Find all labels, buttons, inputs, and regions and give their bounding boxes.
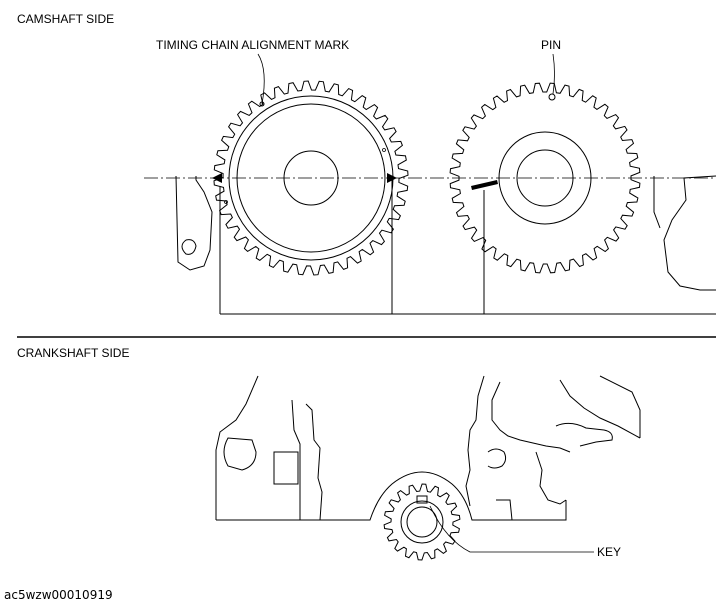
crank-sprocket-teeth xyxy=(383,483,461,561)
camshaft-side-label: CAMSHAFT SIDE xyxy=(17,12,114,26)
alignment-mark-leader-line xyxy=(257,53,265,105)
crankshaft-key xyxy=(416,495,428,504)
left-arrow-mark xyxy=(212,173,222,183)
right-sprocket-center-boss xyxy=(516,149,574,207)
crank-sprocket-bore xyxy=(406,506,438,538)
key-label: KEY xyxy=(597,545,621,559)
cylinder-head-right xyxy=(653,175,717,291)
left-sprocket-dot xyxy=(382,148,386,152)
key-leader-line xyxy=(429,505,594,553)
pin-label: PIN xyxy=(541,38,561,52)
right-sprocket-hub-ring xyxy=(498,131,592,225)
right-camshaft-sprocket xyxy=(449,82,641,274)
pin-mark xyxy=(548,93,556,101)
left-sprocket-hub-ring xyxy=(236,103,386,253)
cam-reference-bar xyxy=(471,180,498,190)
engine-block-outline xyxy=(215,375,641,521)
crankshaft-sprocket xyxy=(383,483,461,561)
left-camshaft-sprocket xyxy=(212,80,409,276)
right-sprocket-teeth xyxy=(449,82,641,274)
crank-sprocket-hub xyxy=(400,500,444,544)
timing-chain-alignment-mark-label: TIMING CHAIN ALIGNMENT MARK xyxy=(156,38,349,52)
timing-chain-alignment-mark xyxy=(259,101,265,107)
left-sprocket-center-boss xyxy=(283,150,339,206)
figure-code: ac5wzw00010919 xyxy=(4,588,113,602)
pin-leader-line xyxy=(552,53,555,95)
right-arrow-mark xyxy=(387,173,397,183)
crankshaft-side-label: CRANKSHAFT SIDE xyxy=(17,346,129,360)
cylinder-head-left xyxy=(175,175,221,314)
left-sprocket-dot-2 xyxy=(224,200,228,204)
left-sprocket-teeth xyxy=(213,80,409,276)
